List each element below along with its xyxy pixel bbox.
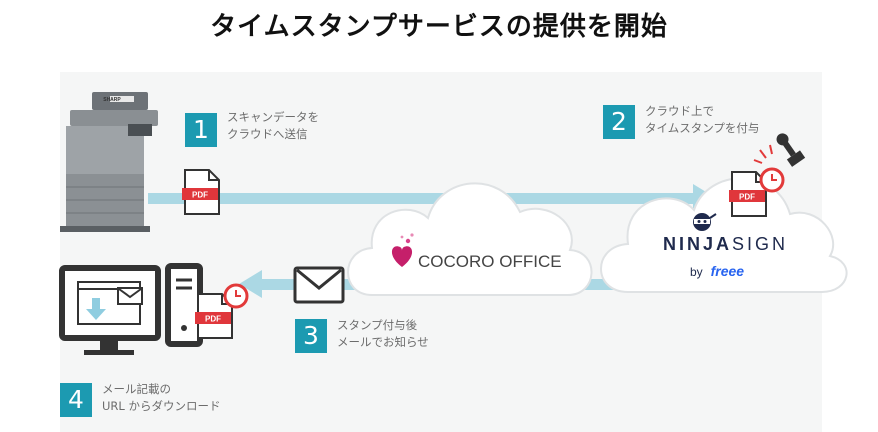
clock-icon — [759, 167, 785, 193]
ninja-sign-part-a: NINJA — [663, 234, 733, 254]
cocoro-office-label: COCORO OFFICE — [418, 252, 562, 271]
monitor-icon — [59, 265, 161, 355]
ninja-mask-icon — [693, 213, 717, 231]
printer-icon — [60, 92, 158, 232]
page-title: タイムスタンプサービスの提供を開始 — [210, 12, 668, 42]
envelope-icon — [117, 287, 143, 305]
pdf-label: PDF — [192, 191, 208, 200]
freee-label: freee — [710, 263, 745, 279]
computer-tower-icon — [165, 263, 203, 347]
by-label: by — [690, 265, 703, 279]
cloud-icon — [347, 182, 593, 296]
by-freee-logo: by freee — [690, 263, 744, 279]
step-1-number: 1 — [185, 113, 217, 147]
stamp-icon — [776, 133, 806, 167]
pdf-label: PDF — [205, 315, 221, 324]
clock-icon — [223, 283, 249, 309]
printer-logo: SHARP — [103, 97, 121, 103]
step-3-text: スタンプ付与後 メールでお知らせ — [337, 318, 429, 349]
step-1-text: スキャンデータを クラウドへ送信 — [227, 110, 319, 141]
pdf-file-icon: PDF — [182, 169, 220, 215]
ninja-sign-logo: NINJASIGN — [663, 234, 788, 255]
stamp-lines — [753, 144, 773, 164]
step-4-number: 4 — [60, 383, 92, 417]
pdf-file-icon: PDF — [729, 171, 767, 217]
step-3-number: 3 — [295, 319, 327, 353]
step-2-number: 2 — [603, 105, 635, 139]
heart-icon — [391, 233, 414, 267]
ninja-sign-part-b: SIGN — [732, 234, 789, 254]
download-arrow-icon — [86, 298, 106, 320]
step-4-text: メール記載の URL からダウンロード — [102, 382, 221, 413]
envelope-icon — [293, 266, 345, 304]
pdf-label: PDF — [739, 193, 755, 202]
pdf-file-icon: PDF — [195, 293, 233, 339]
step-2-text: クラウド上で タイムスタンプを付与 — [645, 104, 760, 135]
